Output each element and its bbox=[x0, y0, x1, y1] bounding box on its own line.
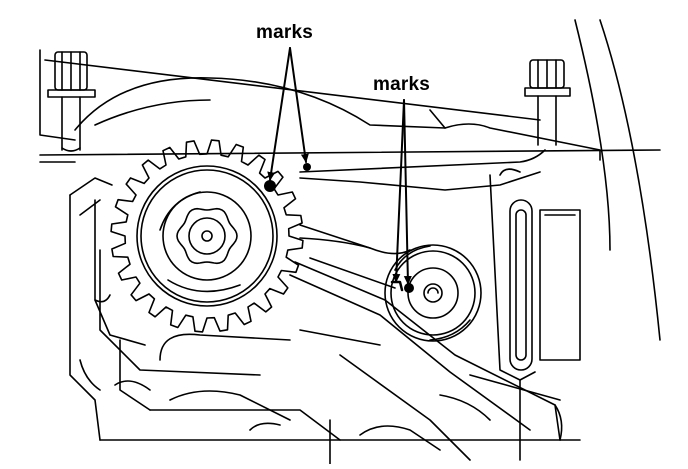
arrow-camshaft-mark-1 bbox=[267, 47, 291, 181]
balancer-pulley bbox=[384, 244, 482, 342]
tensioner-arm bbox=[289, 224, 563, 461]
right-bolt bbox=[524, 19, 661, 341]
right-bracket bbox=[469, 168, 581, 461]
arrow-balancer-mark-2 bbox=[403, 99, 412, 285]
head-housing bbox=[39, 49, 661, 191]
dot-icon bbox=[264, 180, 276, 192]
dot-icon bbox=[404, 283, 414, 293]
gear-icon bbox=[110, 139, 304, 333]
lower-block bbox=[99, 390, 581, 465]
camshaft-sprocket bbox=[110, 139, 304, 333]
callout-label-camshaft-marks: marks bbox=[256, 22, 313, 43]
sprocket-hub bbox=[176, 207, 238, 265]
left-housing bbox=[69, 177, 341, 441]
callout-arrows bbox=[267, 47, 412, 285]
left-bolt bbox=[47, 51, 96, 152]
alignment-marks bbox=[264, 163, 414, 293]
arrow-balancer-mark-1 bbox=[392, 99, 405, 283]
dot-icon bbox=[303, 163, 311, 171]
arrow-camshaft-mark-2 bbox=[289, 47, 309, 163]
callout-label-balancer-marks: marks bbox=[373, 74, 430, 95]
